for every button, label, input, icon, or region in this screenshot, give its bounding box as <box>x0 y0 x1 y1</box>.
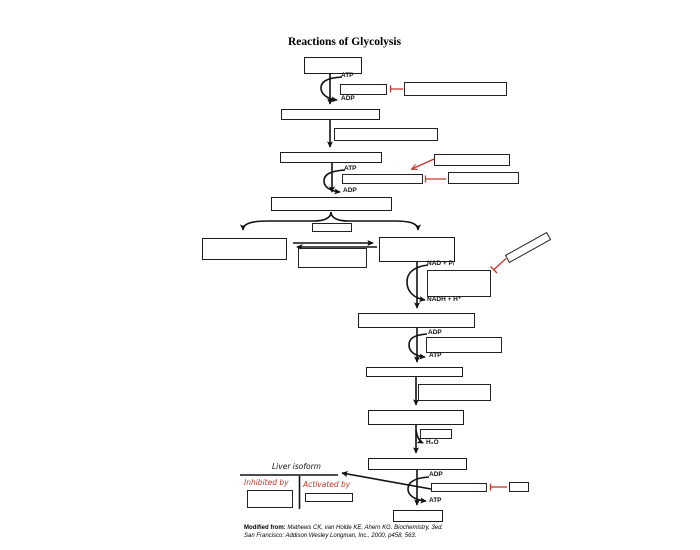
blank-substrate-9[interactable] <box>368 458 467 470</box>
blank-substrate-5-right[interactable] <box>379 237 455 262</box>
blank-activator-3[interactable] <box>434 154 510 166</box>
label-nad-pi: NAD + Pᵢ <box>427 260 454 267</box>
blank-inhibitor-10[interactable] <box>509 482 529 492</box>
blank-substrate-2[interactable] <box>281 109 380 120</box>
blank-inhibited-by[interactable] <box>247 490 293 508</box>
activated-by-note: Activated by <box>303 480 351 489</box>
label-adp-step3: ADP <box>343 187 357 194</box>
label-atp-step7: ATP <box>429 352 442 359</box>
label-atp-step3: ATP <box>344 165 357 172</box>
blank-substrate-6[interactable] <box>358 313 475 328</box>
blank-enzyme-1[interactable] <box>340 84 387 95</box>
label-nadh-h: NADH + H⁺ <box>427 296 462 303</box>
label-atp-step10: ATP <box>429 497 442 504</box>
blank-substrate-8[interactable] <box>368 410 464 425</box>
label-h2o: H₂O <box>426 439 439 446</box>
blank-inhibitor-1[interactable] <box>404 82 507 96</box>
blank-enzyme-10[interactable] <box>431 483 487 492</box>
blank-enzyme-4[interactable] <box>312 223 352 232</box>
blank-enzyme-3[interactable] <box>342 174 423 184</box>
label-adp-step10: ADP <box>429 471 443 478</box>
label-atp-step1: ATP <box>341 72 354 79</box>
blank-enzyme-9[interactable] <box>420 429 452 439</box>
source-citation: Modified from: Mathews CK, van Holde KE,… <box>244 524 504 541</box>
citation-text-2: San Francisco: Addison Wesley Longman, I… <box>244 533 417 540</box>
page-title: Reactions of Glycolysis <box>288 36 402 48</box>
blank-substrate-1[interactable] <box>304 57 362 74</box>
blank-substrate-5-left[interactable] <box>202 238 287 260</box>
blank-inhibitor-3[interactable] <box>448 172 519 184</box>
blank-enzyme-7[interactable] <box>426 337 502 353</box>
blank-enzyme-6[interactable] <box>427 270 491 297</box>
inhibited-by-note: Inhibited by <box>244 478 289 487</box>
blank-substrate-3[interactable] <box>280 152 382 163</box>
blank-enzyme-5[interactable] <box>298 248 367 268</box>
blank-substrate-10[interactable] <box>393 510 443 522</box>
liver-isoform-note: Liver isoform <box>272 462 321 471</box>
blank-substrate-4[interactable] <box>271 197 392 211</box>
blank-enzyme-8[interactable] <box>418 384 491 401</box>
blank-substrate-7[interactable] <box>366 367 463 377</box>
label-adp-step1: ADP <box>341 95 355 102</box>
label-adp-step7: ADP <box>428 329 442 336</box>
citation-text-1: Mathews CK, van Holde KE, Ahern KG. Bioc… <box>285 525 444 531</box>
blank-activated-by[interactable] <box>305 493 353 502</box>
blank-enzyme-2[interactable] <box>334 128 438 141</box>
citation-prefix: Modified from: <box>244 525 286 531</box>
citation-line-1: Modified from: Mathews CK, van Holde KE,… <box>244 524 504 532</box>
